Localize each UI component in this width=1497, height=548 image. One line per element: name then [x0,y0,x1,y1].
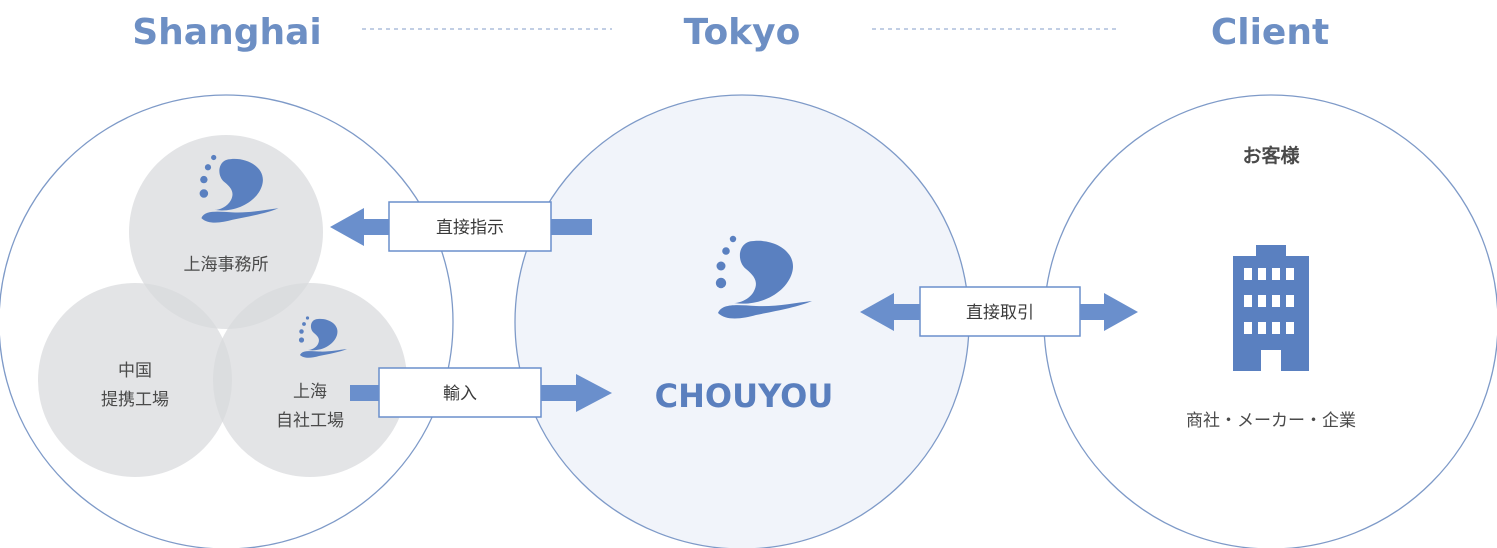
tokyo-circle [514,94,970,548]
arrow-direct-trade-label: 直接取引 [966,303,1034,323]
arrow-import-label: 輸入 [443,384,477,404]
client-title: お客様 [1242,144,1300,167]
heading-client: Client [1211,12,1329,53]
office-label: 上海事務所 [184,255,269,275]
arrow-import: 輸入 [350,367,612,418]
tokyo-brand-name: CHOUYOU [655,377,834,415]
arrow-direct-instruction: 直接指示 [330,201,592,252]
sub-circle-partner-factory [38,283,232,477]
heading-shanghai: Shanghai [132,12,322,53]
building-icon [1233,245,1309,371]
sub-circle-office [129,135,323,329]
own-factory-label-line2: 自社工場 [276,411,344,431]
arrow-direct-instruction-label: 直接指示 [436,218,504,238]
partner-factory-label-line2: 提携工場 [101,390,169,410]
client-description: 商社・メーカー・企業 [1186,411,1356,431]
heading-tokyo: Tokyo [684,12,801,53]
own-factory-label-line1: 上海 [293,382,327,402]
arrow-direct-trade: 直接取引 [860,286,1138,337]
partner-factory-label-line1: 中国 [118,361,152,381]
sub-circle-own-factory [213,283,407,477]
